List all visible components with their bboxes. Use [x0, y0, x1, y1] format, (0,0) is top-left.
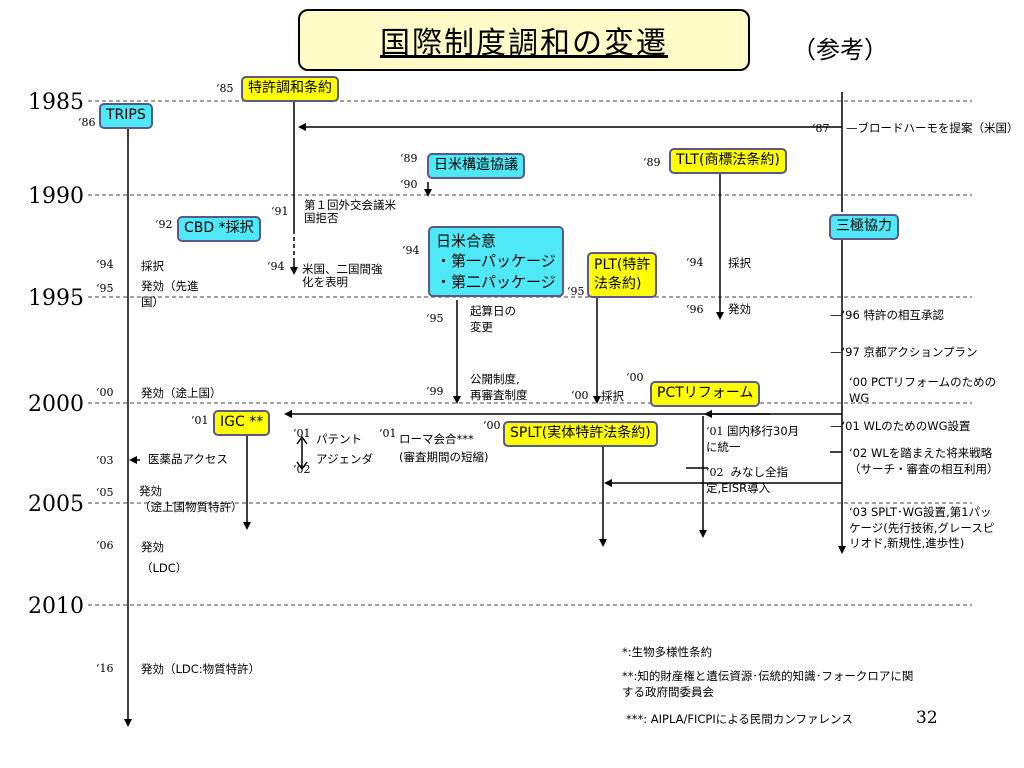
wl-strategy-label: ‘02 WLを踏まえた将来戦略 （サーチ・審査の相互利用） — [849, 446, 999, 476]
cbd-box: CBD *採択 — [177, 216, 261, 242]
year-mark: ‘01 — [293, 427, 311, 440]
year-mark: ‘96 — [686, 303, 704, 316]
rome-conference-label: ローマ会合*** (審査期間の短縮) — [399, 432, 489, 464]
plt-line-1: PLT(特許 — [594, 257, 651, 273]
mutual-recognition-label: —‘96 特許の相互承認 — [830, 308, 944, 322]
year-mark: ‘94 — [267, 260, 285, 273]
year-mark-01: ‘01 — [706, 425, 727, 438]
tlt-box: TLT(商標法条約) — [669, 148, 787, 174]
splt-box: SPLT(実体特許法条約) — [503, 421, 658, 447]
year-mark: ‘02 — [293, 463, 311, 476]
splt-wg-label: ‘03 SPLT･WG設置,第1パッ ケージ(先行技術,グレースピ リオド,新規… — [849, 505, 995, 551]
trips-effect-developed-label: 発効（先進 国） — [141, 279, 199, 309]
trips-effect-developing-label: 発効（途上国） — [141, 386, 222, 400]
effect-ldc-substance-label: 発効（LDC:物質特許） — [141, 662, 261, 676]
year-1985: 1985 — [28, 90, 84, 115]
year-mark: ‘95 — [567, 285, 585, 298]
first-diplomatic-label: 第１回外交会議米 国拒否 — [304, 198, 396, 225]
agreement-line-1: 日米合意 — [436, 232, 497, 250]
year-mark: ‘94 — [96, 258, 114, 271]
year-mark: ‘90 — [400, 178, 418, 191]
plt-adopt-label: 採択 — [601, 389, 624, 403]
year-mark: ‘89 — [400, 152, 418, 165]
national-phase-label: ‘01 国内移行30月 に統一 — [706, 424, 799, 455]
publication-label: 公開制度, 再審査制度 — [470, 372, 528, 402]
year-mark: ‘86 — [78, 116, 96, 129]
plt-box: PLT(特許 法条約) — [587, 252, 658, 298]
footnote-2: **:知的財産権と遺伝資源･伝統的知識･フォークロアに関 する政府間委員会 — [622, 669, 914, 699]
year-mark: ‘00 — [483, 419, 501, 432]
year-mark: ‘01 — [379, 427, 397, 440]
effect-patent-label: 発効 （途上国物質特許） — [139, 484, 243, 514]
tlt-effect-label: 発効 — [728, 302, 751, 316]
year-mark: ‘01 — [191, 414, 209, 427]
agreement-line-3: ・第二パッケージ — [436, 272, 556, 291]
year-mark: ‘91 — [271, 205, 289, 218]
year-mark: ‘99 — [426, 385, 444, 398]
trips-box: TRIPS — [99, 103, 153, 129]
footnote-3: ***: AIPLA/FICPIによる民間カンファレンス — [626, 712, 853, 726]
year-mark: ‘95 — [96, 282, 114, 295]
kyoto-plan-label: —‘97 京都アクションプラン — [830, 345, 978, 359]
agreement-line-2: ・第一パッケージ — [436, 252, 556, 271]
patent-harmonization-box: 特許調和条約 — [241, 76, 339, 102]
year-2000: 2000 — [28, 392, 84, 417]
year-mark: ‘06 — [96, 539, 114, 552]
deemed-designation-text: みなし全指 定,EISR導入 — [706, 465, 788, 495]
us-bilateral-label: 米国、二国間強 化を表明 — [302, 262, 383, 289]
wl-wg-label: —‘01 WLのためのWG設置 — [830, 419, 971, 433]
reference-label: （参考） — [792, 36, 888, 64]
year-mark: ‘89 — [643, 156, 661, 169]
tlt-adopt-label: 採択 — [728, 256, 751, 270]
wg-pct-label: ‘00 PCTリフォームのための WG — [849, 375, 997, 405]
year-mark: ‘00 — [571, 389, 589, 402]
page-title: 国際制度調和の変遷 — [380, 26, 668, 61]
year-mark: ‘05 — [96, 486, 114, 499]
year-mark: ‘00 — [96, 386, 114, 399]
plt-line-2: 法条約) — [594, 275, 642, 292]
year-mark-02: ‘02 — [706, 466, 731, 479]
year-mark: ‘94 — [686, 256, 704, 269]
year-mark: ‘03 — [96, 454, 114, 467]
trilateral-box: 三極協力 — [829, 214, 899, 240]
deemed-designation-label: ‘02 みなし全指 定,EISR導入 — [706, 465, 788, 496]
footnote-1: *:生物多様性条約 — [622, 645, 713, 659]
japan-us-agreement-box: 日米合意 ・第一パッケージ ・第二パッケージ — [428, 226, 564, 297]
year-mark: ‘94 — [402, 244, 420, 257]
year-gridlines — [88, 100, 972, 606]
year-mark: ‘85 — [216, 82, 234, 95]
japan-us-structural-box: 日米構造協議 — [427, 153, 525, 179]
title-box: 国際制度調和の変遷 — [298, 9, 750, 71]
year-1995: 1995 — [28, 286, 84, 311]
year-mark: ‘00 — [626, 371, 644, 384]
effect-ldc-label: 発効 （LDC） — [141, 540, 188, 575]
year-mark: ‘95 — [426, 312, 444, 325]
year-mark: ‘16 — [96, 662, 114, 675]
page-number: 32 — [916, 708, 938, 728]
national-phase-text: 国内移行30月 に統一 — [706, 424, 800, 454]
broad-harmo-label: —ブロードハーモを提案（米国） — [846, 121, 1019, 135]
trips-adopt-label: 採択 — [141, 259, 164, 273]
medicine-access-label: 医薬品アクセス — [148, 452, 228, 466]
year-mark: ‘87 — [812, 122, 830, 135]
year-2010: 2010 — [28, 594, 84, 619]
pct-reform-box: PCTリフォーム — [650, 381, 761, 407]
patent-agenda-label-2: アジェンダ — [316, 452, 374, 466]
year-mark: ‘92 — [155, 218, 173, 231]
patent-agenda-label-1: パテント — [316, 432, 362, 446]
igc-box: IGC ** — [213, 410, 271, 436]
filing-date-label: 起算日の 変更 — [470, 304, 516, 334]
year-1990: 1990 — [28, 184, 84, 209]
year-2005: 2005 — [28, 492, 84, 517]
